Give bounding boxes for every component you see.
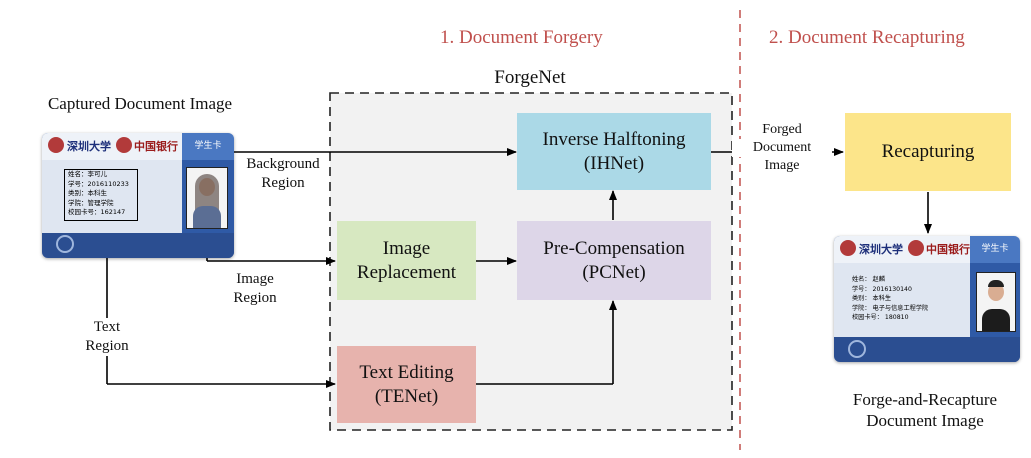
- text-region-line2: Region: [85, 337, 129, 354]
- output-image-title: Forge-and-Recapture Document Image: [820, 389, 1030, 432]
- recapturing-module: Recapturing: [845, 113, 1011, 191]
- card-type-tab: 学生卡: [182, 133, 234, 160]
- ihnet-line2: (IHNet): [583, 152, 645, 174]
- text-region-label: Text Region: [70, 318, 144, 356]
- out-card-info-line: 校园卡号： 180810: [852, 314, 909, 321]
- out-card-info-block: 姓名： 赵麟 学号： 2016130140 类别： 本科生 学院： 电子与信息工…: [852, 275, 928, 323]
- card-footer: [42, 233, 234, 258]
- output-title-line2: Document Image: [866, 411, 984, 431]
- card-footer-emblem-icon: [56, 235, 74, 253]
- tenet-line1: Text Editing: [359, 361, 454, 383]
- out-card-info-line: 学院： 电子与信息工程学院: [852, 304, 929, 312]
- recapturing-line1: Recapturing: [881, 141, 975, 163]
- output-title-line1: Forge-and-Recapture: [852, 390, 998, 409]
- out-bank-logo-icon: [908, 240, 924, 256]
- out-card-bank-name: 中国银行: [926, 243, 970, 256]
- card-text-region-box: [64, 169, 138, 221]
- out-photo-body: [982, 309, 1010, 331]
- captured-image-title: Captured Document Image: [47, 94, 233, 113]
- out-university-logo-icon: [840, 240, 856, 256]
- out-card-footer-emblem-icon: [848, 340, 866, 358]
- tenet-line2: (TENet): [374, 385, 439, 407]
- forged-line1: Forged: [762, 122, 802, 137]
- background-region-label: Background Region: [228, 155, 338, 193]
- out-card-info-line: 类别： 本科生: [852, 295, 892, 302]
- out-card-photo: [976, 272, 1016, 332]
- card-info-block: 姓名：李可儿 学号：2016110233 类别：本科生 学院：管理学院 校园卡号…: [68, 170, 129, 218]
- university-logo-icon: [48, 137, 64, 153]
- text-region-line1: Text: [93, 319, 121, 335]
- out-card-info-line: 姓名： 赵麟: [852, 276, 885, 283]
- forgenet-title: ForgeNet: [494, 67, 566, 88]
- card-info-line: 校园卡号：162147: [68, 208, 126, 216]
- bank-logo-icon: [116, 137, 132, 153]
- pcnet-module: Pre-Compensation (PCNet): [517, 221, 711, 300]
- image-region-line1: Image: [236, 271, 274, 287]
- replacement-line2: Replacement: [356, 261, 457, 283]
- pcnet-line1: Pre-Compensation: [543, 237, 685, 259]
- card-info-line: 类别：本科生: [68, 189, 107, 197]
- out-card-type-tab: 学生卡: [970, 236, 1020, 263]
- image-region-label: Image Region: [210, 270, 300, 308]
- stage-title-recapturing: 2. Document Recapturing: [769, 27, 965, 48]
- background-region-line2: Region: [261, 174, 305, 191]
- ihnet-line1: Inverse Halftoning: [542, 128, 686, 150]
- output-document-card: 深圳大学 中国银行 学生卡 姓名： 赵麟 学号： 2016130140 类别： …: [834, 236, 1020, 362]
- forged-line3: Image: [764, 158, 800, 173]
- card-photo: [186, 167, 228, 229]
- stage-title-forgery: 1. Document Forgery: [440, 27, 603, 48]
- card-info-line: 学院：管理学院: [68, 198, 114, 207]
- tenet-module: Text Editing (TENet): [337, 346, 476, 423]
- ihnet-module: Inverse Halftoning (IHNet): [517, 113, 711, 190]
- image-region-line2: Region: [233, 289, 277, 306]
- card-bank-name: 中国银行: [134, 140, 178, 153]
- background-region-line1: Background: [246, 156, 320, 172]
- card-info-line: 姓名：李可儿: [68, 170, 107, 178]
- out-card-university-name: 深圳大学: [859, 243, 903, 256]
- captured-document-card: 深圳大学 中国银行 学生卡 姓名：李可儿 学号：2016110233 类别：本科…: [42, 133, 234, 258]
- card-info-line: 学号：2016110233: [68, 179, 129, 188]
- out-card-info-line: 学号： 2016130140: [852, 285, 912, 293]
- forged-document-label: Forged Document Image: [732, 121, 832, 175]
- image-replacement-module: Image Replacement: [337, 221, 476, 300]
- out-photo-hair: [988, 280, 1004, 287]
- pcnet-line2: (PCNet): [582, 261, 646, 283]
- out-photo-face: [988, 283, 1004, 301]
- replacement-line1: Image: [382, 237, 431, 259]
- forged-line2: Document: [732, 139, 832, 157]
- card-university-name: 深圳大学: [67, 140, 111, 153]
- photo-body: [193, 206, 221, 228]
